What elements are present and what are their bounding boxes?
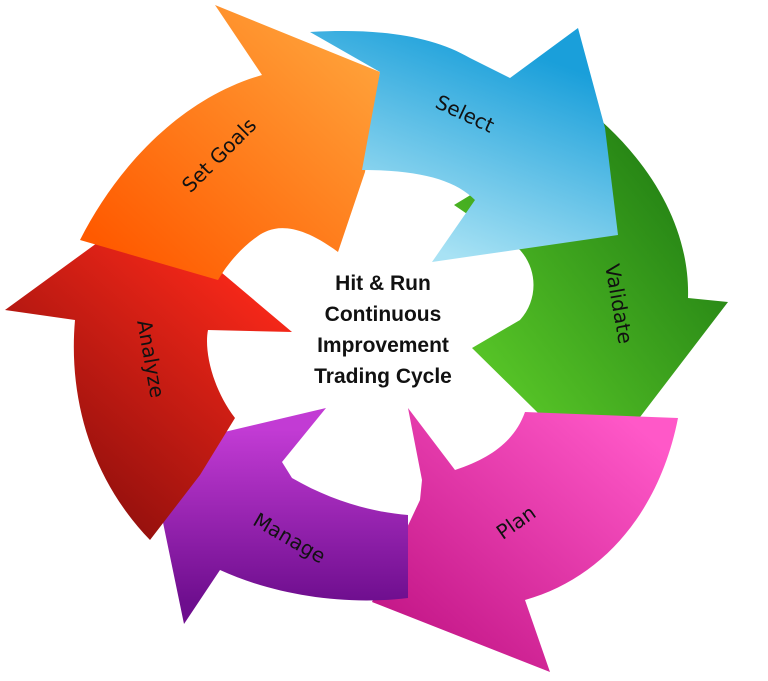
arrow-set-goals bbox=[80, 5, 380, 280]
cycle-title: Hit & Run Continuous Improvement Trading… bbox=[268, 268, 498, 392]
cycle-title-line: Improvement bbox=[317, 334, 449, 357]
cycle-title-line: Hit & Run bbox=[335, 272, 431, 295]
cycle-title-line: Trading Cycle bbox=[314, 365, 452, 388]
arrow-plan bbox=[372, 408, 678, 672]
arrow-analyze bbox=[5, 208, 292, 540]
arrow-select bbox=[310, 28, 618, 262]
cycle-title-line: Continuous bbox=[324, 303, 442, 326]
arrow-manage bbox=[148, 408, 408, 624]
